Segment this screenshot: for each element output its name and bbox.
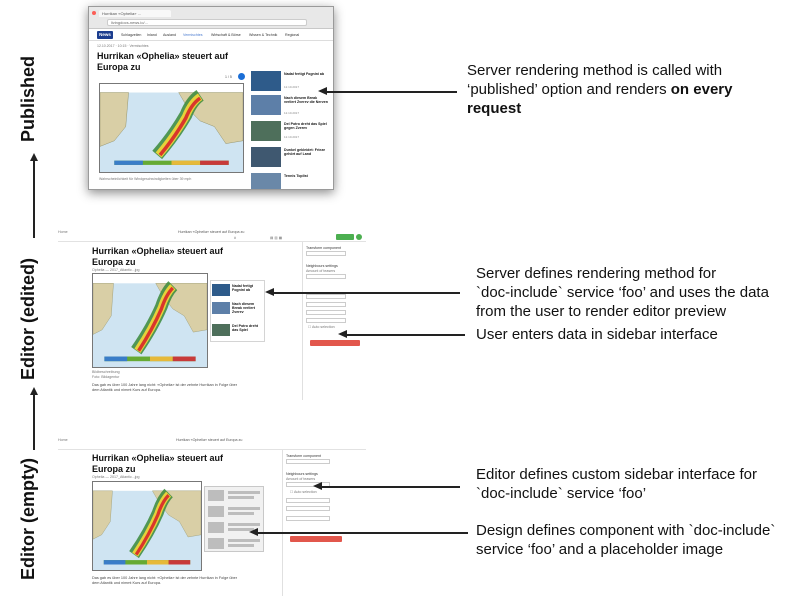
stage-arrow-line-upper: [33, 158, 35, 238]
empty-field-3[interactable]: [286, 516, 330, 521]
edited-field-4[interactable]: [306, 318, 346, 323]
annotation-editor-defines: Editor defines custom sidebar interface …: [476, 466, 757, 502]
empty-field-1[interactable]: [286, 498, 330, 503]
empty-hurricane-map: [92, 481, 202, 571]
stage-label-editor-empty: Editor (empty): [18, 457, 38, 580]
edited-article-title: Hurrikan «Ophelia» steuert auf Europa zu: [92, 246, 224, 267]
published-hurricane-map: [99, 83, 244, 173]
gallery-next-button[interactable]: [238, 73, 245, 80]
side-teaser-image-4[interactable]: [251, 147, 281, 167]
site-nav: News Schlagzeilen Inland Ausland Vermisc…: [89, 29, 333, 41]
annotation-server-defines: Server defines rendering method for `doc…: [476, 265, 769, 320]
edited-select-field[interactable]: [306, 251, 346, 256]
arrow-server-defines-line: [272, 292, 460, 294]
arrow-editor-defines-head: [313, 482, 322, 490]
arrow-design-defines-line: [256, 532, 468, 534]
edited-field-1[interactable]: [306, 294, 346, 299]
empty-field-2[interactable]: [286, 506, 330, 511]
published-article-title: Hurrikan «Ophelia» steuert auf Europa zu: [97, 51, 229, 72]
edited-publish-button[interactable]: [336, 234, 354, 240]
arrow-published-line: [325, 91, 457, 93]
browser-tab: Hurrikan «Ophelia» ...: [99, 10, 171, 17]
side-teaser-image-3[interactable]: [251, 121, 281, 141]
edited-amount-field[interactable]: [306, 274, 346, 279]
arrow-user-enters-head: [338, 330, 347, 338]
stage-label-published: Published: [18, 55, 38, 142]
edited-field-3[interactable]: [306, 310, 346, 315]
arrow-server-defines-head: [265, 288, 274, 296]
annotation-user-enters: User enters data in sidebar interface: [476, 326, 718, 343]
stage-label-editor-edited: Editor (edited): [18, 258, 38, 380]
editor-empty-screenshot: Home Hurrikan «Ophelia» steuert auf Euro…: [58, 436, 366, 596]
site-logo: News: [97, 31, 113, 39]
published-browser-window: Hurrikan «Ophelia» ... livingdocs-news.i…: [88, 6, 334, 190]
editor-edited-toolbar: [58, 228, 366, 242]
annotation-design-defines: Design defines component with `doc-inclu…: [476, 522, 776, 558]
side-teaser-image-5[interactable]: [251, 173, 281, 189]
stage-arrow-head-upper: [29, 153, 38, 161]
annotation-published: Server rendering method is called with ‘…: [467, 62, 733, 117]
stage-arrow-head-lower: [29, 387, 38, 395]
arrow-published-head: [318, 87, 327, 95]
side-teaser-image-1[interactable]: [251, 71, 281, 91]
edited-sidebar-action-button[interactable]: [310, 340, 360, 346]
edited-avatar[interactable]: [356, 234, 362, 240]
arrow-editor-defines-line: [320, 486, 460, 488]
empty-select-field[interactable]: [286, 459, 330, 464]
empty-amount-field[interactable]: [286, 482, 330, 487]
edited-field-2[interactable]: [306, 302, 346, 307]
empty-sidebar: [282, 450, 366, 596]
stage-arrow-line-lower: [33, 392, 35, 450]
edited-hurricane-map: [92, 273, 208, 368]
arrow-user-enters-line: [345, 334, 465, 336]
browser-url-bar: livingdocs-news.io/...: [107, 19, 307, 26]
arrow-design-defines-head: [249, 528, 258, 536]
editor-edited-screenshot: Home Hurrikan «Ophelia» steuert auf Euro…: [58, 228, 366, 400]
empty-article-title: Hurrikan «Ophelia» steuert auf Europa zu: [92, 453, 224, 474]
editor-empty-toolbar: [58, 436, 366, 450]
side-teaser-image-2[interactable]: [251, 95, 281, 115]
empty-sidebar-action-button[interactable]: [290, 536, 342, 542]
browser-chrome: Hurrikan «Ophelia» ... livingdocs-news.i…: [89, 7, 333, 29]
